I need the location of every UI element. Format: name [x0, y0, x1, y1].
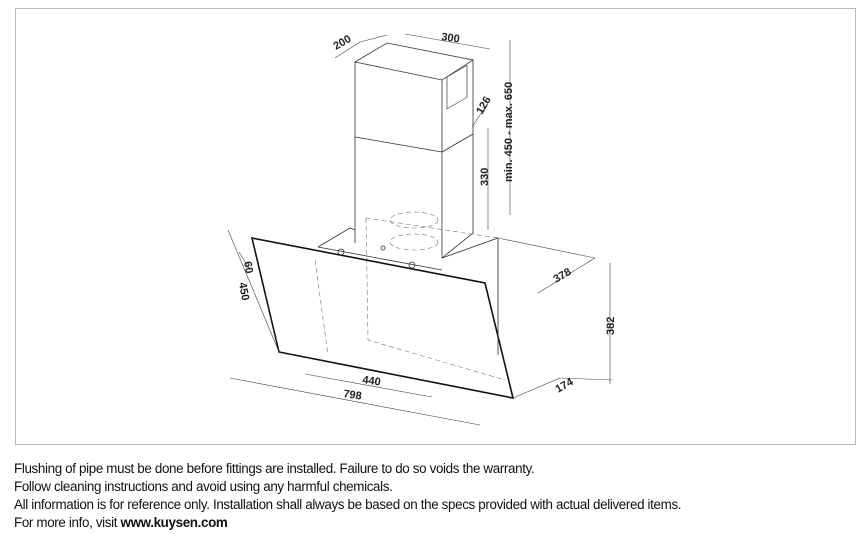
dim-382: 382: [605, 317, 617, 335]
dimension-lines: [227, 33, 613, 426]
note-cleaning: Follow cleaning instructions and avoid u…: [14, 479, 393, 494]
dimension-labels: 200 300 126 330 min. 450 - max. 650 378 …: [236, 31, 617, 402]
dim-378: 378: [552, 266, 574, 286]
dim-chimney-range: min. 450 - max. 650: [503, 82, 515, 182]
hood-body: [317, 227, 499, 355]
range-hood-diagram: 200 300 126 330 min. 450 - max. 650 378 …: [227, 31, 617, 426]
dim-798: 798: [343, 388, 363, 402]
dim-200: 200: [332, 33, 354, 53]
website-link[interactable]: www.kuysen.com: [120, 515, 228, 530]
dim-330: 330: [479, 168, 491, 186]
glass-panel: [250, 236, 515, 400]
dim-450: 450: [236, 281, 251, 301]
more-info-text: For more info, visit: [14, 515, 121, 530]
dim-440: 440: [362, 374, 382, 388]
chimney: [353, 42, 475, 259]
hidden-lines: [314, 211, 506, 381]
dim-60: 60: [241, 260, 255, 274]
dim-126: 126: [474, 95, 494, 117]
dim-300: 300: [441, 31, 461, 45]
note-reference: All information is for reference only. I…: [14, 497, 682, 512]
note-flushing: Flushing of pipe must be done before fit…: [14, 461, 535, 476]
drawing-frame: [15, 8, 856, 445]
note-more-info: For more info, visit www.kuysen.com: [14, 514, 681, 532]
notes: Flushing of pipe must be done before fit…: [14, 460, 682, 532]
